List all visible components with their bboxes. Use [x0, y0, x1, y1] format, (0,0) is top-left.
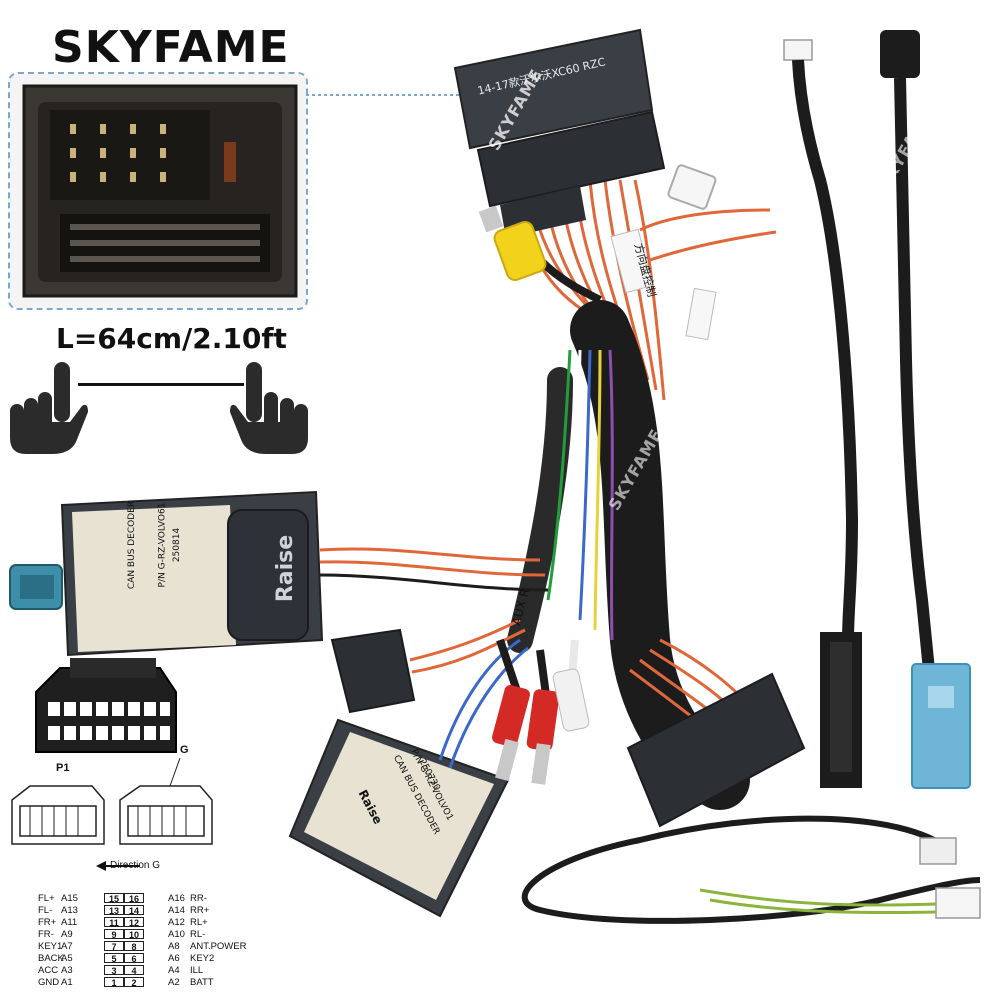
- pin-left-name: ACC: [38, 965, 59, 976]
- pin-right-code: A12: [168, 917, 185, 928]
- pin-left-code: A7: [61, 941, 73, 952]
- pin-number: 11: [104, 917, 124, 928]
- watermark: SKYFAME: [874, 105, 937, 194]
- decoder-top-brand: Raise: [273, 534, 299, 603]
- pin-right-name: ILL: [190, 965, 204, 976]
- pin-left-code: A13: [61, 905, 78, 916]
- pin-left-name: BACK: [38, 953, 64, 964]
- pin-number: 1: [104, 977, 124, 988]
- pin-left-name: FR+: [38, 917, 57, 928]
- pin-number: 15: [104, 893, 124, 904]
- main-connector: [453, 28, 666, 238]
- pin-number: 6: [124, 953, 144, 964]
- pin-right-name: ANT.POWER: [190, 941, 247, 952]
- pin-left-name: FL+: [38, 893, 55, 904]
- pin-left-code: A15: [61, 893, 78, 904]
- pin-right-code: A4: [168, 965, 180, 976]
- pin-number: 3: [104, 965, 124, 976]
- leader-line: [306, 94, 462, 96]
- pin-left-code: A5: [61, 953, 73, 964]
- pin-right-name: RL+: [190, 917, 208, 928]
- pin-number: 7: [104, 941, 124, 952]
- decoder-top-pn: P/N G-RZ-VOLVO61: [157, 502, 168, 588]
- pin-number: 9: [104, 929, 124, 940]
- pin-number: 10: [124, 929, 144, 940]
- pin-number: 2: [124, 977, 144, 988]
- pin-right-code: A8: [168, 941, 180, 952]
- pin-number: 4: [124, 965, 144, 976]
- pin-left-code: A9: [61, 929, 73, 940]
- pin-left-name: FR-: [38, 929, 54, 940]
- aux-tag-label: AUX R: [509, 587, 533, 627]
- pin-number: 8: [124, 941, 144, 952]
- pin-right-name: RL-: [190, 929, 206, 940]
- pin-number: 13: [104, 905, 124, 916]
- connector-closeup-inset: [8, 72, 308, 310]
- direction-label: Direction G: [110, 860, 161, 871]
- cable-length-label: L=64cm/2.10ft: [56, 322, 287, 355]
- p1-connector-drawing: [35, 658, 177, 753]
- pin-right-code: A2: [168, 977, 180, 988]
- pin-right-name: RR+: [190, 905, 210, 916]
- p1-label: P1: [56, 762, 70, 774]
- pin-number: 14: [124, 905, 144, 916]
- pin-left-code: A1: [61, 977, 73, 988]
- brand-logo: SKYFAME: [52, 22, 290, 73]
- pin-right-code: A10: [168, 929, 185, 940]
- pin-left-code: A3: [61, 965, 73, 976]
- decoder-top-title: CAN BUS DECODER: [127, 500, 138, 590]
- pin-right-name: RR-: [190, 893, 207, 904]
- length-ruler: [78, 383, 244, 386]
- pin-right-code: A16: [168, 893, 185, 904]
- pin-left-code: A11: [61, 917, 78, 928]
- pin-left-name: KEY1: [38, 941, 63, 952]
- decoder-top-code: 250814: [172, 527, 183, 563]
- pin-left-name: GND: [38, 977, 60, 988]
- pin-left-name: FL-: [38, 905, 53, 916]
- pin-right-name: BATT: [190, 977, 214, 988]
- pin-right-code: A14: [168, 905, 185, 916]
- right-hand-icon: [230, 362, 308, 454]
- pin-right-code: A6: [168, 953, 180, 964]
- connector-closeup-image: [10, 74, 306, 308]
- pin-number: 5: [104, 953, 124, 964]
- pin-number: 16: [124, 893, 144, 904]
- control-tag-label: 方向盘控制: [631, 241, 659, 299]
- pin-number: 12: [124, 917, 144, 928]
- watermark: SKYFAME: [604, 425, 667, 514]
- pin-right-name: KEY2: [190, 953, 215, 964]
- g-label: G: [180, 744, 189, 756]
- left-hand-icon: [10, 362, 88, 454]
- decoder-bottom-brand: Raise: [355, 787, 386, 827]
